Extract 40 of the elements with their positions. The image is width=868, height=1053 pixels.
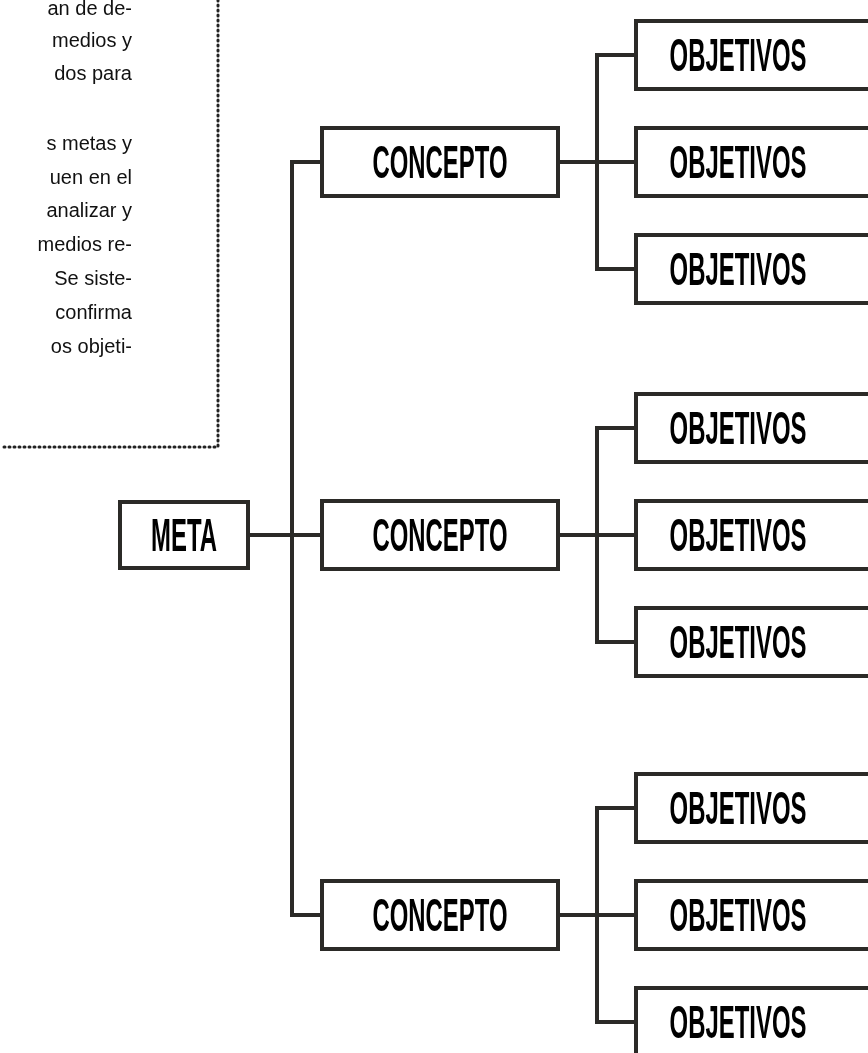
text-line: os objeti- (50, 336, 132, 356)
text-line: an de de- (47, 0, 132, 18)
text-line: Se siste- (54, 268, 132, 288)
box-label: CONCEPTO (372, 892, 508, 938)
text-line: analizar y (46, 200, 132, 220)
text-line: confirma (55, 302, 132, 322)
concept-box (320, 499, 560, 571)
objective-box (634, 392, 868, 464)
text-line: uen en el (49, 167, 132, 187)
connector-line (250, 533, 320, 917)
objective-box (634, 233, 868, 305)
objective-box (634, 986, 868, 1053)
box-label: OBJETIVOS (669, 999, 807, 1045)
connector-line (560, 533, 634, 644)
box-label: OBJETIVOS (669, 246, 807, 292)
objective-box (634, 499, 868, 571)
objective-box (634, 126, 868, 198)
box-label: META (151, 512, 217, 558)
objective-box (634, 606, 868, 678)
goal-box (118, 500, 250, 570)
box-label: OBJETIVOS (669, 32, 807, 78)
box-label: OBJETIVOS (669, 892, 807, 938)
objective-box (634, 772, 868, 844)
box-label: OBJETIVOS (669, 405, 807, 451)
box-label: CONCEPTO (372, 512, 508, 558)
objective-box (634, 19, 868, 91)
text-line: medios y (51, 30, 132, 50)
concept-box (320, 126, 560, 198)
box-label: OBJETIVOS (669, 512, 807, 558)
objective-box (634, 879, 868, 951)
text-line: medios re- (37, 234, 132, 254)
text-line: dos para (54, 63, 132, 83)
connector-line (560, 160, 634, 271)
concept-box (320, 879, 560, 951)
text-line: s metas y (46, 133, 132, 153)
box-label: OBJETIVOS (669, 619, 807, 665)
box-label: CONCEPTO (372, 139, 508, 185)
box-label: OBJETIVOS (669, 785, 807, 831)
connector-line (560, 913, 634, 1024)
box-label: OBJETIVOS (669, 139, 807, 185)
